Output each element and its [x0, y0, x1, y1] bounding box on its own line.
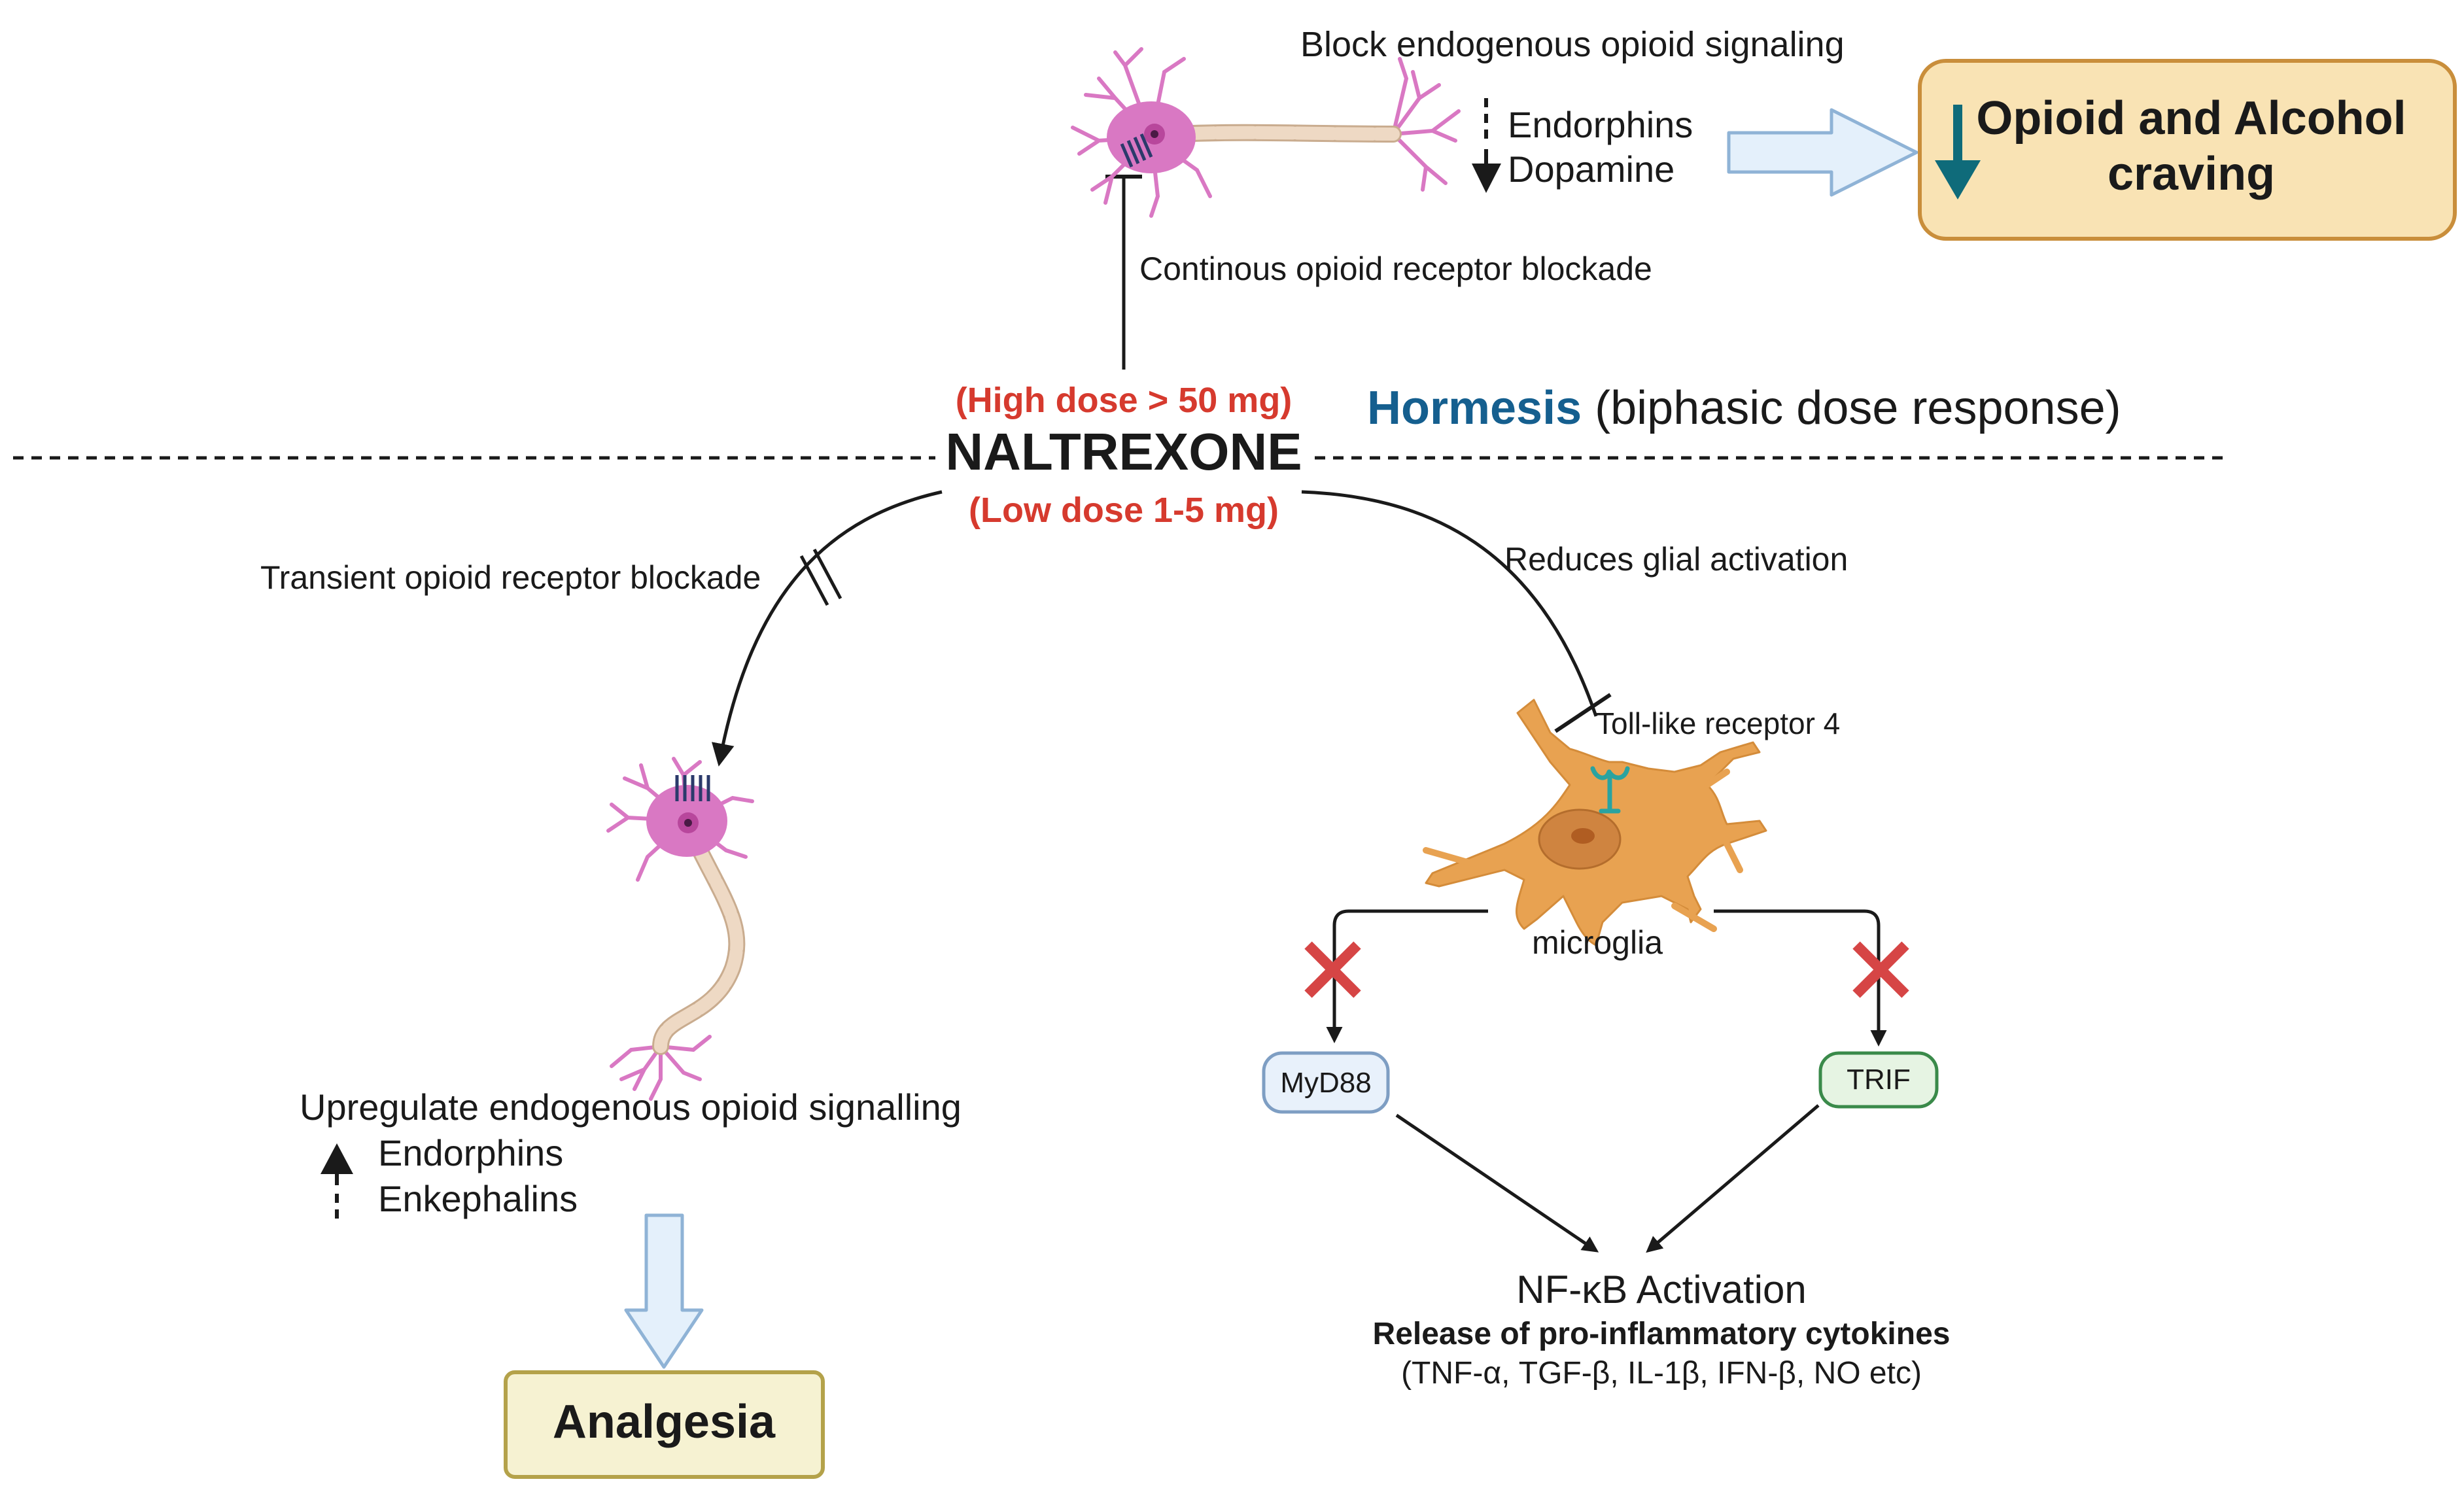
block-x-left-icon — [1304, 941, 1361, 998]
tlr4-label: Toll-like receptor 4 — [1596, 706, 1840, 740]
decrease-arrow-icon — [1935, 105, 1981, 199]
branch-to-trif — [1714, 909, 1887, 1047]
down-arrow-dopamine-icon — [1472, 164, 1501, 193]
analgesia-box — [504, 1370, 825, 1479]
microglia-cell-icon — [1423, 699, 1767, 946]
branch-to-myd88 — [1326, 909, 1488, 1043]
enkephalins-low-dose: Enkephalins — [378, 1178, 578, 1219]
neuron-bottom — [606, 757, 754, 1101]
tlr4-block-bar — [1554, 693, 1612, 733]
low-dose-label: (Low dose 1-5 mg) — [969, 491, 1279, 530]
analgesia-label: Analgesia — [553, 1396, 776, 1448]
arrow-to-analgesia — [624, 1213, 704, 1369]
cytokine-release: Release of pro-inflammatory cytokines — [1373, 1317, 1951, 1351]
trif-box — [1818, 1051, 1939, 1109]
reduces-glial-label: Reduces glial activation — [1504, 541, 1848, 578]
block-signaling-title: Block endogenous opioid signaling — [1300, 25, 1845, 64]
arc-to-microglia — [1301, 490, 1598, 717]
craving-line1: Opioid and Alcohol — [1976, 92, 2406, 145]
arrow-to-craving — [1727, 108, 1918, 197]
trif-to-nfkb — [1646, 1104, 1820, 1253]
cytokine-list: (TNF-α, TGF-β, IL-1β, IFN-β, NO etc) — [1401, 1356, 1922, 1391]
hormesis-description: (biphasic dose response) — [1582, 382, 2121, 434]
craving-line2: craving — [2108, 148, 2275, 200]
tlr4-receptor-icon — [1590, 766, 1630, 814]
craving-outcome-box — [1918, 59, 2457, 241]
neuron-top — [1071, 47, 1461, 218]
drug-name: NALTREXONE — [945, 423, 1302, 481]
hormesis-keyword: Hormesis — [1367, 382, 1582, 434]
hormesis-label: Hormesis (biphasic dose response) — [1367, 382, 2121, 434]
dopamine-high-dose: Dopamine — [1508, 148, 1674, 190]
transient-blockade-label: Transient opioid receptor blockade — [260, 559, 761, 596]
high-dose-label: (High dose > 50 mg) — [956, 381, 1293, 420]
myd88-label: MyD88 — [1280, 1067, 1371, 1099]
continuous-blockade-label: Continous opioid receptor blockade — [1139, 251, 1652, 287]
arc-to-neuron — [712, 490, 943, 767]
block-x-right-icon — [1852, 941, 1909, 998]
break-mark-1 — [799, 555, 829, 606]
trif-label: TRIF — [1847, 1064, 1911, 1096]
microglia-label: microglia — [1532, 924, 1663, 961]
endorphins-high-dose: Endorphins — [1508, 104, 1693, 145]
endorphins-low-dose: Endorphins — [378, 1132, 563, 1173]
nfkb-activation: NF-κB Activation — [1516, 1268, 1806, 1311]
opioid-receptor-icon-top — [1120, 133, 1153, 167]
upregulate-signalling-title: Upregulate endogenous opioid signalling — [300, 1086, 962, 1128]
break-mark-2 — [812, 548, 842, 600]
opioid-receptor-icon-bottom — [675, 775, 710, 801]
myd88-box — [1262, 1051, 1390, 1114]
myd88-to-nfkb — [1395, 1113, 1599, 1253]
up-arrow-endorphins-icon — [321, 1143, 353, 1185]
